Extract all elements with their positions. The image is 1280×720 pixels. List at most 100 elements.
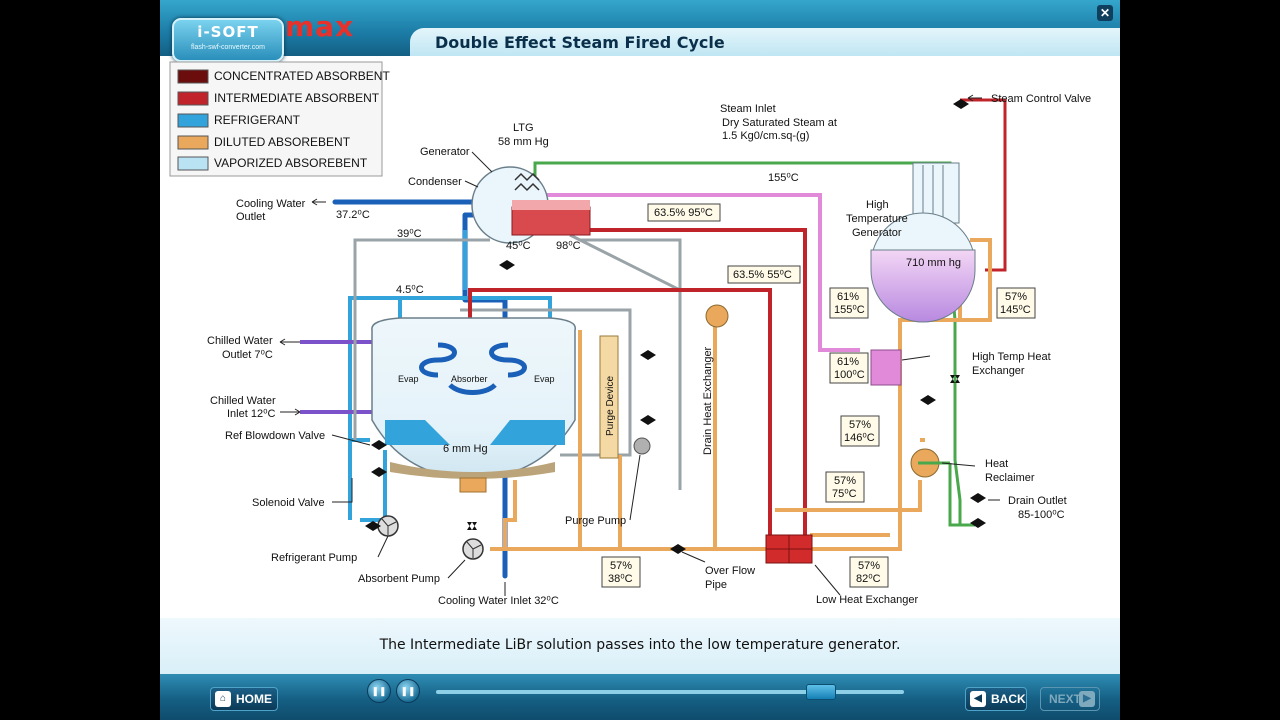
ltg-pressure-label: 58 mm Hg xyxy=(498,136,549,148)
solenoid-label: Solenoid Valve xyxy=(252,497,325,509)
legend-swatch-diluted xyxy=(177,135,209,150)
evap-left-label: Evap xyxy=(398,374,419,384)
box-57-145-l2: 145⁰C xyxy=(1000,304,1031,316)
steam-inlet-label: Steam Inlet xyxy=(720,103,776,115)
absorbent-pump-icon[interactable] xyxy=(462,538,484,560)
box-57-146-l2: 146⁰C xyxy=(844,432,875,444)
box-61-155-l2: 155⁰C xyxy=(834,304,865,316)
valve-icons[interactable] xyxy=(365,99,986,554)
ltg-label: LTG xyxy=(513,122,534,134)
dry-steam-label-1: Dry Saturated Steam at xyxy=(722,117,837,129)
caption-bar: The Intermediate LiBr solution passes in… xyxy=(160,618,1120,674)
box-57-38-l1: 57% xyxy=(610,560,632,572)
header-bar: max i-SOFT flash-swf-converter.com Doubl… xyxy=(160,0,1120,62)
box-61-100-l1: 61% xyxy=(837,356,859,368)
home-icon: ⌂ xyxy=(215,691,231,707)
intermediate-absorbent-pipes xyxy=(468,228,807,535)
drain-outlet-label-2: 85-100⁰C xyxy=(1018,509,1065,521)
cw-inlet-label: Cooling Water Inlet 32⁰C xyxy=(438,595,559,607)
home-label: HOME xyxy=(236,692,272,706)
abs-pump-label: Absorbent Pump xyxy=(358,573,440,585)
back-label: BACK xyxy=(991,692,1026,706)
htg-label-2: Temperature xyxy=(846,213,908,225)
box-6359-label: 63.5% 95⁰C xyxy=(654,207,713,219)
ref-pump-label: Refrigerant Pump xyxy=(271,552,357,564)
box-57-75-l1: 57% xyxy=(834,475,856,487)
absorber-label: Absorber xyxy=(451,374,488,384)
drain-outlet-label-1: Drain Outlet xyxy=(1008,495,1067,507)
next-label: NEXT xyxy=(1049,692,1082,706)
heat-reclaimer-label-1: Heat xyxy=(985,458,1008,470)
purge-pump-label: Purge Pump xyxy=(565,515,626,527)
cooling-water-outlet-label-2: Outlet xyxy=(236,211,265,223)
legend-swatch-vaporized xyxy=(177,156,209,171)
high-temperature-generator xyxy=(870,162,976,386)
low-hx-label: Low Heat Exchanger xyxy=(816,594,918,606)
legend-label-refrigerant: REFRIGERANT xyxy=(214,113,301,127)
condenser-label: Condenser xyxy=(408,176,462,188)
heat-reclaimer-label-2: Reclaimer xyxy=(985,472,1035,484)
legend-swatch-concentrated xyxy=(177,69,209,84)
cooling-water-outlet-label-1: Cooling Water xyxy=(236,198,306,210)
home-button[interactable]: ⌂ HOME xyxy=(210,687,278,711)
box-57-75-l2: 75⁰C xyxy=(832,488,857,500)
progress-track[interactable] xyxy=(436,690,904,694)
chilled-out-label-2: Outlet 7⁰C xyxy=(222,349,273,361)
overflow-label-1: Over Flow xyxy=(705,565,755,577)
legend-label-diluted: DILUTED ABSOREBENT xyxy=(214,135,351,149)
legend-swatch-intermediate xyxy=(177,91,209,106)
isoft-logo: i-SOFT flash-swf-converter.com xyxy=(172,18,284,62)
temp-155: 155⁰C xyxy=(768,172,799,184)
application-window: max i-SOFT flash-swf-converter.com Doubl… xyxy=(160,0,1120,720)
htg-vapor-pipe xyxy=(540,193,860,352)
logo-text: i-SOFT xyxy=(197,23,259,41)
steam-control-valve-label: Steam Control Valve xyxy=(991,93,1091,105)
box-57-145-l1: 57% xyxy=(1005,291,1027,303)
caption-text: The Intermediate LiBr solution passes in… xyxy=(379,637,901,653)
htg-label-1: High xyxy=(866,199,889,211)
temp-98: 98⁰C xyxy=(556,240,581,252)
htg-label-3: Generator xyxy=(852,227,902,239)
chilled-in-label-1: Chilled Water xyxy=(210,395,276,407)
logo-subtext: flash-swf-converter.com xyxy=(191,44,265,51)
overflow-label-2: Pipe xyxy=(705,579,727,591)
purge-device-label: Purge Device xyxy=(605,376,616,436)
box-635-55-label: 63.5% 55⁰C xyxy=(733,269,792,281)
chilled-in-label-2: Inlet 12⁰C xyxy=(227,408,275,420)
htg-pressure-label: 710 mm hg xyxy=(906,257,961,269)
steam-inlet-pipe xyxy=(960,98,1007,272)
dry-steam-label-2: 1.5 Kg0/cm.sq-(g) xyxy=(722,130,809,142)
box-57-82-l2: 82⁰C xyxy=(856,573,881,585)
low-temperature-generator xyxy=(471,166,591,244)
legend: CONCENTRATED ABSORBENT INTERMEDIATE ABSO… xyxy=(169,61,390,177)
temp-45: 45⁰C xyxy=(506,240,531,252)
page-title: Double Effect Steam Fired Cycle xyxy=(435,33,725,52)
temp-boxes: 63.5% 95⁰C 63.5% 55⁰C 61% 155⁰C 61% 100⁰… xyxy=(601,203,1036,588)
footer-bar: ⌂ HOME ❚❚ ❚❚ ◀ BACK NEXT ▶ xyxy=(160,674,1120,720)
temp-4-5: 4.5⁰C xyxy=(396,284,424,296)
back-button[interactable]: ◀ BACK xyxy=(965,687,1027,711)
legend-label-vaporized: VAPORIZED ABSOREBENT xyxy=(214,156,368,170)
purge-device xyxy=(599,335,651,459)
legend-label-intermediate: INTERMEDIATE ABSORBENT xyxy=(214,91,380,105)
back-arrow-icon: ◀ xyxy=(970,691,986,707)
evaporator-absorber-shell xyxy=(371,317,577,493)
box-61-155-l1: 61% xyxy=(837,291,859,303)
ref-blowdown-label: Ref Blowdown Valve xyxy=(225,430,325,442)
high-hx-label-1: High Temp Heat xyxy=(972,351,1051,363)
box-57-38-l2: 38⁰C xyxy=(608,573,633,585)
legend-swatch-refrigerant xyxy=(177,113,209,128)
brand-name: max xyxy=(285,10,355,43)
high-hx-label-2: Exchanger xyxy=(972,365,1025,377)
drain-hx-label: Drain Heat Exchanger xyxy=(702,346,714,455)
play-button[interactable]: ❚❚ xyxy=(396,679,420,703)
legend-label-concentrated: CONCENTRATED ABSORBENT xyxy=(214,69,390,83)
pause-button[interactable]: ❚❚ xyxy=(367,679,391,703)
box-57-82-l1: 57% xyxy=(858,560,880,572)
pressure-6mm-label: 6 mm Hg xyxy=(443,443,488,455)
next-button[interactable]: NEXT ▶ xyxy=(1040,687,1100,711)
close-button[interactable]: ✕ xyxy=(1097,5,1113,21)
next-arrow-icon: ▶ xyxy=(1079,691,1095,707)
title-band xyxy=(410,28,1120,56)
progress-thumb[interactable] xyxy=(805,684,836,700)
